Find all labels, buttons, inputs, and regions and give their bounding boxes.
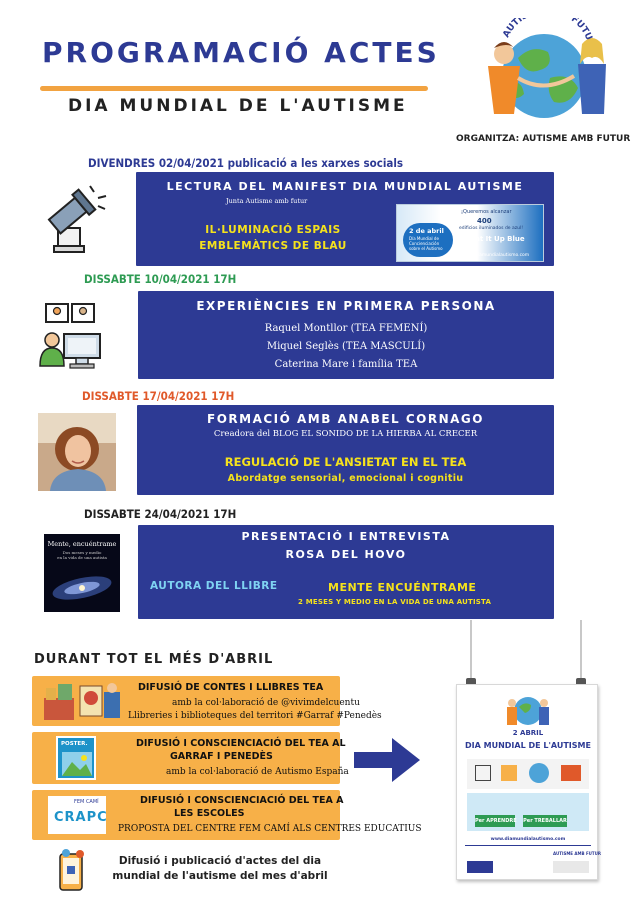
event-4-left-label: AUTORA DEL LLIBRE xyxy=(150,580,278,592)
poster-url: www.diamundialautismo.com xyxy=(490,837,566,842)
logo-main: CRAPC xyxy=(54,810,108,825)
april-item-1-line-2: Llibreries i biblioteques del territori … xyxy=(128,711,382,721)
poster-title: DIA MUNDIAL DE L'AUTISME xyxy=(465,741,591,750)
april-item-3-title-1: DIFUSIÓ I CONSCIENCIACIÓ DEL TEA A xyxy=(140,795,344,806)
poster-icon-label: POSTER. xyxy=(61,741,88,747)
poster-icons-row xyxy=(467,759,589,789)
april-item-3: FEM CAMÍ CRAPC DIFUSIÓ I CONSCIENCIACIÓ … xyxy=(32,790,422,840)
event-3-box: FORMACIÓ AMB ANABEL CORNAGO Creadora del… xyxy=(137,405,554,495)
event-4-date: DISSABTE 24/04/2021 17H xyxy=(84,507,237,521)
poster-brand-logo xyxy=(553,861,589,873)
page-subtitle: DIA MUNDIAL DE L'AUTISME xyxy=(68,96,408,116)
social-phone-icon xyxy=(59,849,84,891)
event-2-line-3: Caterina Mare i família TEA xyxy=(274,359,418,370)
banner-number-sub: edificios iluminados de azul! xyxy=(459,226,524,231)
event-2-box: EXPERIÈNCIES EN PRIMERA PERSONA Raquel M… xyxy=(138,291,554,379)
poster-brand: AUTISME AMB FUTUR xyxy=(553,851,601,856)
poster-string-right xyxy=(580,620,582,682)
event-4-title: PRESENTACIÓ I ENTREVISTA xyxy=(241,530,451,543)
light-it-up-blue-banner: ¡Queremos alcanzar 400 edificios ilumina… xyxy=(396,204,544,262)
april-item-1-line-1: amb la col·laboració de @vivimdelcuentu xyxy=(172,698,360,708)
event-3-sub: Creadora del BLOG EL SONIDO DE LA HIERBA… xyxy=(213,429,478,439)
event-1-sub: Junta Autisme amb futur xyxy=(226,197,308,205)
poster-logo xyxy=(507,697,549,725)
banner-top-text: ¡Queremos alcanzar xyxy=(461,209,512,215)
cover-sub-2: en la vida de una autista xyxy=(57,555,107,560)
event-2-line-2: Miquel Seglès (TEA MASCULÍ) xyxy=(266,341,426,352)
galaxy-image xyxy=(52,576,112,600)
book-cover: Mente, encuéntrame Dos meses y medio en … xyxy=(44,534,120,612)
poster-tags-area: Per APRENDRE Per TREBALLAR xyxy=(467,793,589,831)
speaker-photo xyxy=(38,413,116,491)
banner-date-sub1: Día Mundial de xyxy=(409,236,439,241)
organizer-label: ORGANITZA: AUTISME AMB FUTUR xyxy=(456,134,631,144)
event-2-date: DISSABTE 10/04/2021 17H xyxy=(84,272,237,286)
event-1-highlight-1: IL·LUMINACIÓ ESPAIS xyxy=(205,224,341,236)
poster-clip-right xyxy=(576,678,586,688)
event-4-box: PRESENTACIÓ I ENTREVISTA ROSA DEL HOVO A… xyxy=(138,525,554,619)
april-item-2-title-1: DIFUSIÓ I CONSCIENCIACIÓ DEL TEA AL xyxy=(136,738,346,749)
event-2-line-1: Raquel Montllor (TEA FEMENÍ) xyxy=(264,323,428,334)
event-1-title: LECTURA DEL MANIFEST DIA MUNDIAL AUTISME xyxy=(166,180,524,193)
autisme-amb-futur-logo: AUTISME AMB FUTUR xyxy=(474,18,606,118)
page-title: PROGRAMACIÓ ACTES xyxy=(42,36,440,69)
image-placeholder-icon xyxy=(62,752,92,776)
poster-preview: 2 ABRIL DIA MUNDIAL DE L'AUTISME Per APR… xyxy=(456,684,601,880)
banner-date-sub3: sobre el Autismo xyxy=(409,246,443,251)
arrow-right-icon xyxy=(354,738,420,782)
event-4-book-sub: 2 MESES Y MEDIO EN LA VIDA DE UNA AUTIST… xyxy=(298,598,492,606)
event-1-highlight-2: EMBLEMÀTICS DE BLAU xyxy=(199,240,347,252)
poster-tag-1: Per APRENDRE xyxy=(475,815,517,827)
april-item-2: POSTER. DIFUSIÓ I CONSCIENCIACIÓ DEL TEA… xyxy=(32,732,349,784)
april-item-3-title-2: LES ESCOLES xyxy=(174,808,245,819)
event-3-highlight-1: REGULACIÓ DE L'ANSIETAT EN EL TEA xyxy=(224,455,467,469)
poster-string-left xyxy=(470,620,472,682)
event-3-highlight-2: Abordatge sensorial, emocional i cogniti… xyxy=(227,473,464,484)
april-item-1-title: DIFUSIÓ DE CONTES I LLIBRES TEA xyxy=(138,682,324,693)
event-1-box: LECTURA DEL MANIFEST DIA MUNDIAL AUTISME… xyxy=(136,172,554,266)
april-footnote-line-1: Difusió i publicació d'actes del dia xyxy=(118,855,322,867)
banner-date-badge: 2 de abril Día Mundial de Concienciación… xyxy=(403,223,453,257)
title-underline xyxy=(40,86,428,91)
cover-sub-1: Dos meses y medio xyxy=(62,550,102,555)
poster-divider xyxy=(465,845,591,846)
event-3-title: FORMACIÓ AMB ANABEL CORNAGO xyxy=(207,412,484,426)
books-illustration xyxy=(44,683,120,720)
logo-top: FEM CAMÍ xyxy=(74,799,99,805)
april-item-2-line-1: amb la col·laboració de Autismo España xyxy=(166,767,349,777)
banner-date: 2 de abril xyxy=(409,227,444,235)
event-1-date: DIVENDRES 02/04/2021 publicació a les xa… xyxy=(88,156,404,170)
banner-number: 400 xyxy=(477,217,492,225)
fem-cami-logo: FEM CAMÍ CRAPC xyxy=(48,796,108,834)
event-4-book: MENTE ENCUÉNTRAME xyxy=(328,581,477,594)
event-3-date: DISSABTE 17/04/2021 17H xyxy=(82,389,235,403)
poster-clip-left xyxy=(466,678,476,688)
poster-icon: POSTER. xyxy=(56,736,96,780)
event-2-title: EXPERIÈNCIES EN PRIMERA PERSONA xyxy=(196,299,496,313)
april-item-1: DIFUSIÓ DE CONTES I LLIBRES TEA amb la c… xyxy=(32,676,382,726)
banner-date-sub2: Concienciación xyxy=(409,241,440,246)
banner-url: www.diamundialautismo.com xyxy=(463,253,530,258)
april-footnote: Difusió i publicació d'actes del dia mun… xyxy=(110,854,330,884)
banner-slogan: Light It Up Blue xyxy=(463,235,525,243)
april-footnote-line-2: mundial de l'autisme del mes d'abril xyxy=(112,870,328,882)
event-4-guest: ROSA DEL HOVO xyxy=(285,548,407,561)
april-item-2-title-2: GARRAF I PENEDÈS xyxy=(170,751,273,762)
april-item-3-line-1: PROPOSTA DEL CENTRE FEM CAMÍ ALS CENTRES… xyxy=(118,824,422,834)
spotlight-icon xyxy=(47,185,107,253)
video-call-icon xyxy=(39,303,101,369)
poster-sponsor-logo xyxy=(467,861,493,873)
april-heading: DURANT TOT EL MÉS D'ABRIL xyxy=(34,652,274,667)
poster-tag-2: Per TREBALLAR xyxy=(523,815,567,827)
poster-date: 2 ABRIL xyxy=(512,729,544,737)
cover-title: Mente, encuéntrame xyxy=(47,540,117,548)
